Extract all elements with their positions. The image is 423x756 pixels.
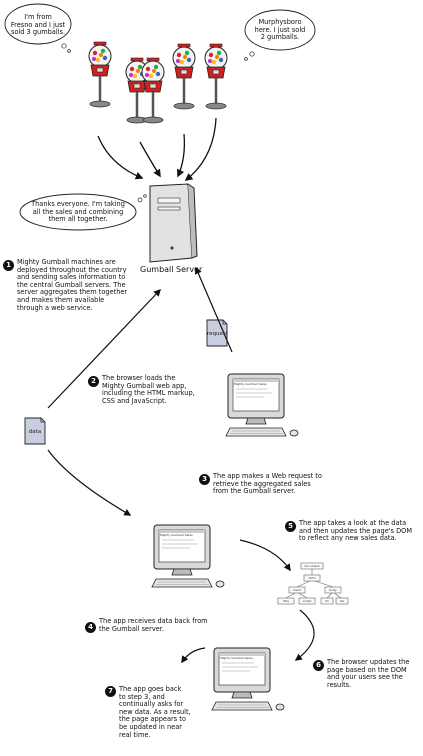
step-line: The app goes back <box>119 685 182 693</box>
dom-node-label: h1 <box>325 599 329 603</box>
step-7-badge: 7 <box>105 686 116 697</box>
machine-to-server-arrows <box>97 117 217 181</box>
screen-title-step4: Mighty Gumball Sales <box>160 533 193 537</box>
step-line: and then updates the page's DOM <box>299 526 413 535</box>
step-line: through a web service. <box>17 303 93 312</box>
step-line: to step 3, and <box>119 692 165 701</box>
step-5-badge: 5 <box>285 521 296 532</box>
bubble-line: sold 3 gumballs. <box>10 28 66 37</box>
gumball-machine-4 <box>171 42 197 111</box>
step-6-text: The browser updates the page based on th… <box>327 658 421 689</box>
bubble-line: Thanks everyone. I'm taking <box>31 200 125 208</box>
step-line: to reflect any new sales data. <box>299 534 397 543</box>
bubble-line: all the sales and combining <box>32 207 124 216</box>
step-line: the page appears to <box>119 715 186 724</box>
step-4-text: The app receives data back from the Gumb… <box>99 617 227 633</box>
step-line: The browser loads the <box>102 374 176 382</box>
step-2-badge: 2 <box>88 376 99 387</box>
gumball-machine-1 <box>87 40 113 109</box>
step-line: from the Gumball server. <box>213 487 296 496</box>
bubble-text-murphysboro: Murphysboro here. I just sold 2 gumballs… <box>248 18 312 42</box>
step-line: Mighty Gumball web app, <box>102 381 187 390</box>
step-line: new data. As a result, <box>119 707 191 716</box>
step-2-text: The browser loads the Mighty Gumball web… <box>102 374 212 405</box>
request-doc-label: request <box>207 331 228 337</box>
step-3-text: The app makes a Web request to retrieve … <box>213 472 343 496</box>
step-6-badge: 6 <box>313 660 324 671</box>
step-line: The app takes a look at the data <box>299 519 407 527</box>
dom-node-label: document <box>304 564 320 568</box>
screen-title-step6: Mighty Gumball Sales <box>220 656 253 660</box>
speech-bubble-server <box>19 193 147 231</box>
step-line: the Gumball server. <box>99 624 164 633</box>
bubble-line: 2 gumballs. <box>260 33 300 42</box>
bubble-line: them all together. <box>48 215 108 224</box>
flow-arrows <box>47 266 315 664</box>
screen-title-step2: Mighty Gumball Sales <box>234 382 267 386</box>
step-3-badge: 3 <box>199 474 210 485</box>
dom-node-label: title <box>283 599 289 603</box>
step-line: server aggregates them together <box>17 288 128 297</box>
dom-node-label: div <box>339 599 345 603</box>
bubble-line: Fresno and I just <box>10 20 66 29</box>
gumball-machine-3 <box>140 56 166 125</box>
gumball-server-tower <box>149 183 198 263</box>
step-line: CSS and JavaScript. <box>102 396 167 405</box>
step-line: and makes them available <box>17 295 105 304</box>
data-doc-label: data <box>28 429 42 435</box>
step-7-text: The app goes back to step 3, and continu… <box>119 685 209 739</box>
step-line: and your users see the <box>327 673 403 682</box>
dom-tree <box>277 562 349 605</box>
dom-node-label: body <box>329 588 337 592</box>
step-line: continually asks for <box>119 700 184 709</box>
step-line: The browser updates the <box>327 658 410 666</box>
bubble-line: Murphysboro <box>258 18 302 26</box>
step-line: deployed throughout the country <box>17 265 127 274</box>
bubble-line: here. I just sold <box>254 25 306 34</box>
bubble-text-server: Thanks everyone. I'm taking all the sale… <box>24 200 132 224</box>
step-line: page based on the DOM <box>327 665 407 674</box>
step-1-text: Mighty Gumball machines are deployed thr… <box>17 258 145 312</box>
step-line: retrieve the aggregated sales <box>213 479 311 488</box>
step-line: Mighty Gumball machines are <box>17 258 116 266</box>
server-label: Gumball Server <box>140 265 203 274</box>
step-line: the central Gumball servers. The <box>17 280 126 289</box>
bubble-text-fresno: I'm from Fresno and I just sold 3 gumbal… <box>8 13 68 37</box>
bubble-line: I'm from <box>24 13 52 21</box>
gumball-machine-5 <box>203 42 229 111</box>
speech-bubble-murphysboro <box>244 9 316 61</box>
step-4-badge: 4 <box>85 622 96 633</box>
step-line: real time. <box>119 730 151 739</box>
speech-bubble-fresno <box>4 3 72 53</box>
step-line: results. <box>327 680 352 689</box>
dom-node-label: head <box>293 588 301 592</box>
step-1-badge: 1 <box>3 260 14 271</box>
dom-node-label: html <box>308 576 316 580</box>
step-line: including the HTML markup, <box>102 389 195 398</box>
step-line: be updated in near <box>119 722 182 731</box>
step-line: The app makes a Web request to <box>213 472 322 480</box>
dom-node-label: script <box>302 599 312 603</box>
step-5-text: The app takes a look at the data and the… <box>299 519 421 543</box>
step-line: The app receives data back from <box>99 617 208 625</box>
step-line: and sending sales information to <box>17 273 126 282</box>
